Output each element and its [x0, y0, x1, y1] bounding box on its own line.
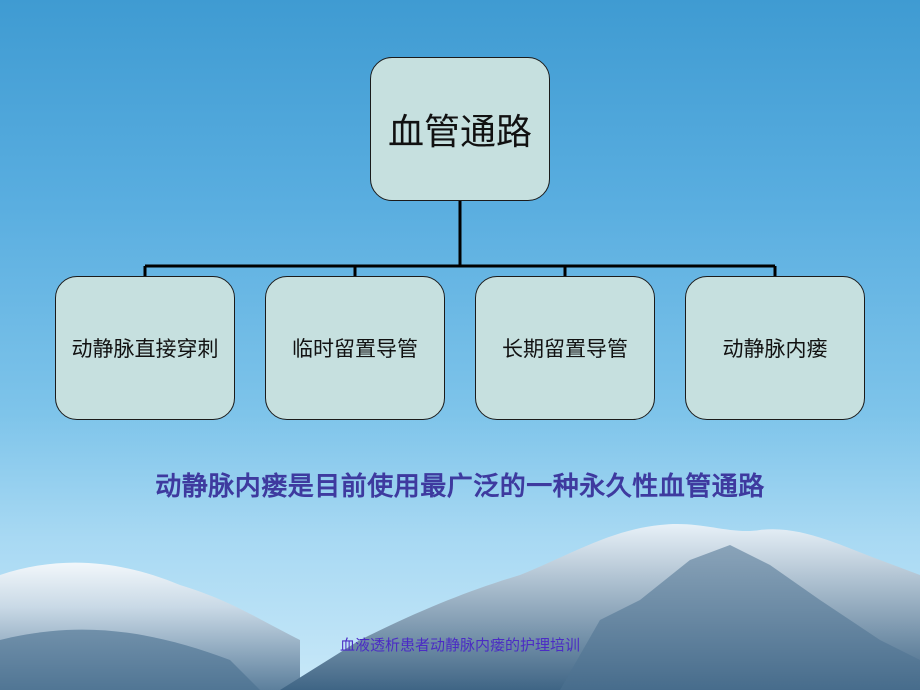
child-node-long-term-catheter: 长期留置导管	[475, 276, 655, 420]
child-node-av-fistula: 动静脉内瘘	[685, 276, 865, 420]
child-node-direct-puncture: 动静脉直接穿刺	[55, 276, 235, 420]
child-node-label: 动静脉直接穿刺	[71, 337, 219, 361]
footer-title: 血液透析患者动静脉内瘘的护理培训	[339, 636, 580, 654]
root-node-label: 血管通路	[387, 112, 532, 153]
child-node-label: 动静脉内瘘	[722, 337, 828, 361]
child-node-temporary-catheter: 临时留置导管	[265, 276, 445, 420]
child-node-label: 临时留置导管	[292, 337, 418, 361]
caption-text: 动静脉内瘘是目前使用最广泛的一种永久性血管通路	[155, 472, 765, 502]
child-node-label: 长期留置导管	[502, 337, 628, 361]
root-node: 血管通路	[370, 57, 550, 201]
